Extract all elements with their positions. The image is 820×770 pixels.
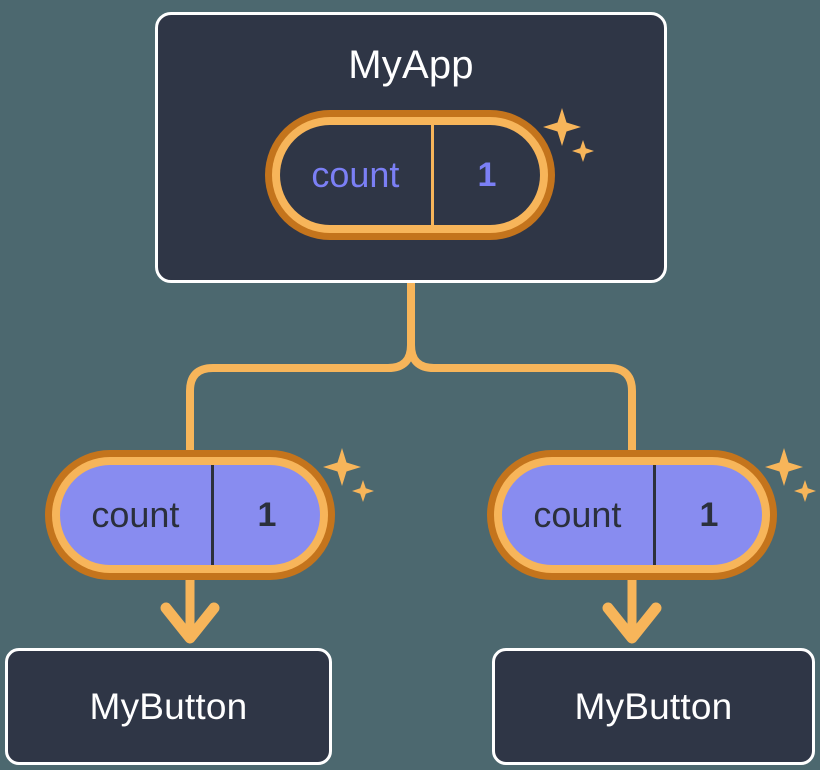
state-pill-right[interactable]: count 1	[487, 450, 777, 580]
node-label: MyButton	[574, 685, 733, 727]
state-pill-left[interactable]: count 1	[45, 450, 335, 580]
state-pill-ring: count 1	[52, 457, 328, 573]
state-pill-value: 1	[210, 465, 320, 565]
node-mybutton-left[interactable]: MyButton	[5, 648, 332, 765]
node-mybutton-right[interactable]: MyButton	[492, 648, 815, 765]
wire-app-to-left	[186, 279, 415, 454]
node-label: MyButton	[89, 685, 248, 727]
state-pill-value: 1	[430, 125, 540, 225]
page-title: MyApp	[348, 43, 474, 87]
state-pill-body: count 1	[502, 465, 762, 565]
arrow-down-icon-left	[160, 602, 220, 644]
state-pill-myapp[interactable]: count 1	[265, 110, 555, 240]
state-pill-value: 1	[652, 465, 762, 565]
arrow-down-icon-right	[602, 602, 662, 644]
state-pill-body: count 1	[280, 125, 540, 225]
state-pill-ring: count 1	[494, 457, 770, 573]
state-pill-ring: count 1	[272, 117, 548, 233]
state-pill-key: count	[311, 154, 400, 195]
state-pill-key: count	[91, 494, 180, 535]
state-pill-key: count	[533, 494, 622, 535]
wire-app-to-right	[407, 279, 636, 454]
state-pill-body: count 1	[60, 465, 320, 565]
